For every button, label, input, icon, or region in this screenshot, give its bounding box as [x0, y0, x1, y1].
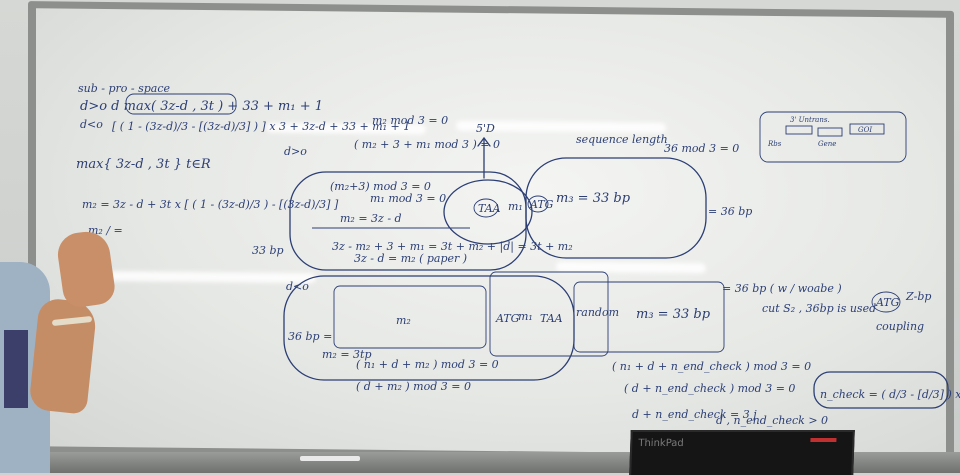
board-text: GOI [858, 126, 872, 134]
board-text: [ ( 1 - (3z-d)/3 - [(3z-d)/3] ) ] x 3 + … [112, 120, 410, 133]
board-text: d>o d max( 3z-d , 3t ) + 33 + m₁ + 1 [80, 99, 323, 114]
board-text: m₃ = 33 bp [636, 307, 711, 322]
board-text: d + n_end_check = 3 j [632, 408, 757, 421]
board-text: TAA [540, 312, 563, 325]
board-text: m₂ = 3z - d [340, 212, 402, 225]
board-text: 33 bp [252, 244, 284, 257]
board-text: coupling [876, 320, 924, 333]
board-text: d , n_end_check > 0 [716, 414, 828, 427]
orf-box [489, 271, 609, 357]
m2-box [333, 285, 487, 349]
gene-box [817, 127, 843, 137]
board-text: m₃ = 33 bp [556, 191, 631, 206]
marker [300, 456, 360, 461]
board-text: 36 mod 3 = 0 [664, 142, 739, 155]
laptop: ThinkPad [629, 430, 855, 475]
board-text: d>o [284, 145, 307, 158]
board-text: max{ 3z-d , 3t } t∈R [76, 157, 211, 172]
shirt-print [4, 330, 28, 408]
board-text: ATG [875, 296, 900, 309]
board-text: ( d + n_end_check ) mod 3 = 0 [624, 382, 795, 395]
board-text: ( n₁ + d + m₂ ) mod 3 = 0 [356, 358, 499, 371]
board-text: 3z - d = m₂ ( paper ) [354, 252, 467, 265]
gene-map-outline [759, 111, 907, 163]
board-text: cut S₂ , 36bp is used [762, 302, 876, 315]
board-text: random [576, 306, 619, 319]
max-outline [125, 93, 237, 115]
laptop-brand: ThinkPad [638, 438, 684, 449]
board-text: m₁ [518, 310, 533, 323]
board-text: m₂ = 3z - d + 3t x [ ( 1 - (3z-d)/3 ) - … [82, 198, 339, 211]
board-text: Gene [818, 140, 836, 148]
board-text: sub - pro - space [78, 82, 171, 95]
diagram-circle [443, 179, 533, 245]
board-text: m₂ = 3tp [322, 348, 372, 361]
board-text: 36 bp = [288, 330, 332, 343]
board-text: Z-bp [905, 290, 931, 303]
diagram-outline [525, 157, 707, 259]
board-text: n_check = ( d/3 - [d/3] ) x 3 [820, 388, 960, 401]
formula-outline [813, 371, 949, 409]
board-text: = 36 bp [708, 205, 752, 218]
board-text: 3' Untrans. [790, 116, 830, 124]
gene-box [849, 123, 885, 135]
laptop-logo-mark [810, 438, 837, 442]
board-text: ( m₂ + 3 + m₁ mod 3 ) = 0 [354, 138, 500, 151]
board-text: m₁ mod 3 = 0 [370, 192, 446, 205]
gene-box [785, 125, 813, 135]
atg-circle [527, 195, 549, 213]
board-text: m₂ [396, 314, 411, 327]
person-arm [28, 297, 98, 415]
board-text: ( n₁ + d + n_end_check ) mod 3 = 0 [612, 360, 811, 373]
taa-circle [473, 198, 499, 218]
board-text: = 36 bp ( w / woabe ) [722, 282, 842, 295]
board-text: ATG [495, 312, 520, 325]
board-text: (m₂+3) mod 3 = 0 [330, 180, 431, 193]
board-text: ( d + m₂ ) mod 3 = 0 [356, 380, 471, 393]
board-text: sequence length [576, 133, 668, 146]
atg-circle [871, 291, 901, 313]
m3-box [573, 281, 725, 353]
board-text: m₂ mod 3 = 0 [372, 114, 448, 127]
board-text: d<o [80, 118, 103, 131]
board-text: 5'D [476, 122, 495, 135]
board-text: Rbs [767, 140, 782, 148]
board-text: 3z - m₂ + 3 + m₁ = 3t + m₂ + |d| = 3t + … [332, 240, 573, 254]
board-text: m₁ [508, 200, 523, 213]
board-text: TAA [478, 202, 501, 215]
board-text: ATG [529, 198, 554, 211]
